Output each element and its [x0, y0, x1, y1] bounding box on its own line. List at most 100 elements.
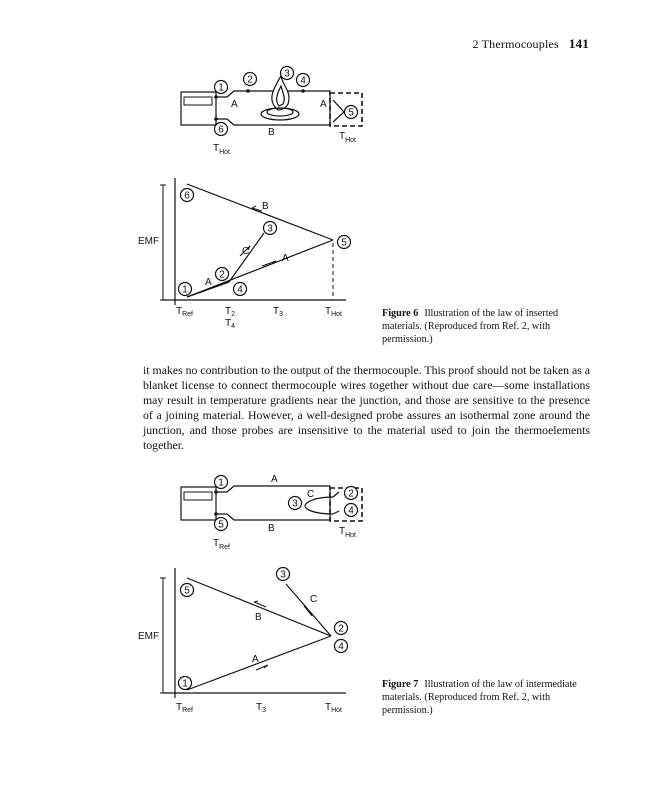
- graph7-marker-3-label: 3: [280, 570, 286, 581]
- graph6-marker-4: [232, 281, 248, 297]
- graph6-marker-3: [262, 220, 278, 236]
- meter-box: [180, 91, 217, 126]
- wire-b-label: B: [268, 127, 275, 138]
- graph6-tick-thot: THot: [325, 306, 342, 318]
- figure-7-diagram: 1 2 3 4 5 A C B TRef THot 3 5 2 4 1: [138, 474, 363, 714]
- t-left-label: THot: [213, 143, 230, 156]
- f7-marker-2-label: 2: [348, 489, 354, 500]
- marker-1: [213, 79, 229, 95]
- meter-display-7: [183, 491, 213, 501]
- graph7-marker-1: [177, 675, 193, 691]
- graph7-line-b: [186, 577, 332, 637]
- graph7-marker-2-label: 2: [338, 624, 344, 635]
- f7-marker-3-label: 3: [292, 499, 298, 510]
- marker-5: [343, 104, 359, 120]
- f7-wire-a: A: [271, 474, 278, 485]
- junction-wires: [332, 99, 345, 123]
- graph7-marker-3: [275, 566, 291, 582]
- graph6-line-b: [186, 183, 334, 241]
- f7-marker-1: [213, 474, 229, 490]
- marker-3: [279, 65, 295, 81]
- t-right-label: THot: [339, 131, 356, 144]
- figure-6-label: Figure 6: [382, 308, 419, 319]
- graph6-marker-6-label: 6: [184, 191, 190, 202]
- f7-marker-2: [343, 485, 359, 501]
- meter-display: [183, 96, 213, 106]
- graph6-marker-5: [336, 234, 352, 250]
- f7-marker-4: [343, 502, 359, 518]
- graph7-marker-5-label: 5: [184, 586, 190, 597]
- wire-a-left: A: [231, 99, 238, 110]
- graph7-ylabel: EMF: [138, 631, 159, 642]
- figure-6-probe-markers: [213, 65, 359, 137]
- f7-marker-5-label: 5: [218, 520, 224, 531]
- f7-marker-1-label: 1: [218, 478, 224, 489]
- f7-t-left: TRef: [213, 538, 230, 551]
- graph6-tick-t2: T2: [225, 306, 235, 318]
- graph6-marker-2-label: 2: [219, 270, 225, 281]
- f7-t-right: THot: [339, 526, 356, 539]
- graph7-label-c: C: [310, 594, 317, 605]
- f7-marker-5: [213, 516, 229, 532]
- graph6-tick-t3: T3: [273, 306, 283, 318]
- page-number: 141: [568, 36, 589, 51]
- graph7-line-a: [186, 635, 332, 691]
- marker-2: [242, 71, 258, 87]
- graph7-tick-t3: T3: [256, 702, 266, 714]
- graph6-label-a-lower: A: [205, 277, 212, 288]
- graph6-tick-tref: TRef: [176, 306, 193, 318]
- figure-6-caption-text: Illustration of the law of inserted mate…: [382, 308, 559, 345]
- graph6-marker-1: [177, 281, 193, 297]
- graph6-marker-5-label: 5: [341, 238, 347, 249]
- marker-5-label: 5: [348, 108, 354, 119]
- marker-1-label: 1: [218, 83, 224, 94]
- chapter-title: 2 Thermocouples: [472, 37, 559, 51]
- graph6-marker-1-label: 1: [182, 285, 188, 296]
- graph7-tick-thot: THot: [325, 702, 342, 714]
- marker-4: [295, 72, 311, 88]
- graph7-line-c: [285, 583, 332, 637]
- graph6-line-a-short: [186, 281, 230, 298]
- wire-a-right: A: [320, 99, 327, 110]
- graph6-line-c: [228, 232, 265, 283]
- marker-6: [213, 121, 229, 137]
- junction-box: [329, 92, 363, 127]
- marker-3-label: 3: [284, 69, 290, 80]
- graph7-marker-5: [179, 582, 195, 598]
- graph6-line-a-main: [186, 239, 334, 298]
- graph7-marker-2: [333, 620, 349, 636]
- junction-loop-7: [304, 496, 334, 515]
- graph6-label-b: B: [262, 201, 269, 212]
- figure-7-probe-markers: [213, 474, 359, 532]
- figure-6-graph-markers: [177, 187, 352, 297]
- graph6-label-a-upper: A: [282, 253, 289, 264]
- graph6-tick-t4: T4: [225, 318, 235, 330]
- graph6-marker-3-label: 3: [267, 224, 273, 235]
- graph7-label-b: B: [255, 612, 262, 623]
- body-paragraph: it makes no contribution to the output o…: [143, 363, 590, 452]
- figure-7-label: Figure 7: [382, 679, 419, 690]
- graph7-tick-tref: TRef: [176, 702, 193, 714]
- figure-7-graph-markers: [177, 566, 349, 691]
- figure-7-caption-text: Illustration of the law of intermediate …: [382, 679, 577, 716]
- f7-wire-b: B: [268, 523, 275, 534]
- graph7-marker-4-label: 4: [338, 642, 344, 653]
- graph6-ylabel: EMF: [138, 236, 159, 247]
- marker-4-label: 4: [300, 76, 306, 87]
- marker-2-label: 2: [247, 75, 253, 86]
- graph6-marker-2: [214, 266, 230, 282]
- marker-6-label: 6: [218, 125, 224, 136]
- graph6-marker-4-label: 4: [237, 285, 243, 296]
- graph6-marker-6: [179, 187, 195, 203]
- graph7-marker-1-label: 1: [182, 679, 188, 690]
- meter-box-7: [180, 486, 217, 521]
- f7-marker-4-label: 4: [348, 506, 354, 517]
- graph7-marker-4: [333, 638, 349, 654]
- f7-marker-3: [287, 495, 303, 511]
- graph6-label-c: C: [242, 246, 249, 257]
- graph7-label-a: A: [252, 654, 259, 665]
- running-head: 2 Thermocouples 141: [472, 36, 589, 52]
- f7-wire-c: C: [307, 489, 314, 500]
